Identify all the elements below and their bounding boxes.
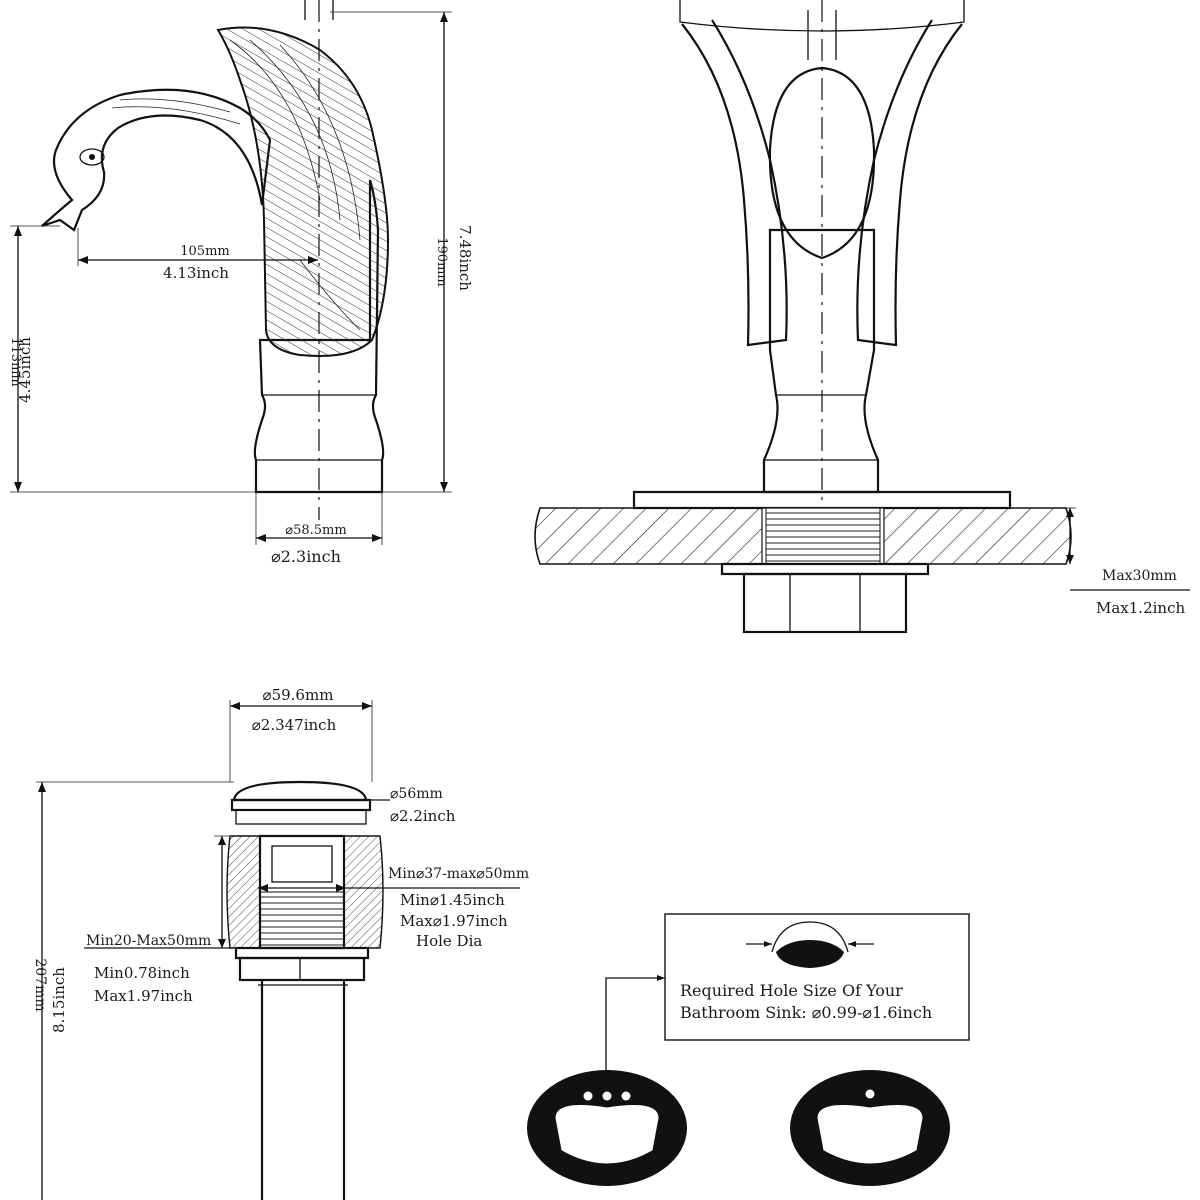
front-top (679, 0, 965, 32)
tail-pipe (260, 980, 346, 1200)
base-mm-label: ⌀58.5mm (285, 523, 346, 538)
faucet-side-view: 105mm 4.13inch 190mm 7.48inch 113mm 4.45… (8, 0, 474, 566)
hole-mm-label: Min⌀37-max⌀50mm (388, 866, 529, 882)
drain-assembly: ⌀59.6mm ⌀2.347inch ⌀56mm ⌀2.2inch Min⌀37… (32, 686, 529, 1200)
drain-nut (238, 956, 366, 982)
base-inch-label: ⌀2.3inch (271, 547, 341, 566)
swan-neck (41, 88, 272, 232)
height-mm-label: 190mm (434, 237, 449, 286)
note-line-2: Bathroom Sink: ⌀0.99-⌀1.6inch (680, 1003, 932, 1022)
flange-lip (235, 809, 367, 825)
sink-single-hole-basin (817, 1105, 923, 1164)
swan-eye (79, 148, 105, 166)
sink-hole-single (865, 1089, 875, 1099)
right-wing (856, 19, 963, 347)
drain-flange (230, 798, 372, 812)
flange-mm-label: ⌀56mm (390, 786, 443, 802)
height-inch-label: 7.48inch (456, 225, 474, 291)
hole-dia-label: Hole Dia (416, 932, 482, 950)
drain-gasket (234, 946, 370, 960)
cap-inch-label: ⌀2.347inch (252, 716, 337, 734)
cap-mm-label: ⌀59.6mm (263, 686, 334, 704)
sink-hole-left (583, 1091, 593, 1101)
swan-pupil (89, 154, 95, 160)
hole-dim-arrows (258, 884, 346, 892)
overflow-slot (271, 845, 333, 883)
sink-hole-right (621, 1091, 631, 1101)
swan-wing (216, 26, 390, 357)
sink-hole-center (602, 1091, 612, 1101)
sink-hole-note: Required Hole Size Of Your Bathroom Sink… (527, 913, 970, 1186)
note-box (664, 913, 970, 1041)
faucet-front-view: Max30mm Max1.2inch (534, 0, 1190, 634)
sink-three-hole-basin (555, 1105, 659, 1164)
spout-inch-label: 4.45inch (16, 337, 34, 403)
body-rings (256, 394, 382, 461)
spout-mm-label: 113mm (8, 337, 23, 386)
wall-min-label: Min0.78inch (94, 964, 190, 982)
drain-height-mm: 207mm (32, 958, 48, 1011)
front-lever (807, 10, 837, 60)
threaded-shank (765, 507, 881, 565)
note-leader-arrow (657, 975, 665, 981)
reach-inch-label: 4.13inch (163, 264, 229, 282)
hole-icon (776, 940, 844, 968)
hole-icon-arc (771, 921, 849, 953)
lever-stub (304, 0, 334, 20)
drain-height-arrow (38, 782, 46, 792)
hole-min-label: Min⌀1.45inch (400, 891, 505, 909)
nut-facets (789, 574, 861, 632)
max-inch-label: Max1.2inch (1096, 599, 1185, 617)
neck-engraving (111, 98, 241, 125)
note-line-1: Required Hole Size Of Your (680, 981, 903, 1000)
flange-inch-label: ⌀2.2inch (390, 807, 456, 825)
wing-feather-lines (229, 39, 361, 331)
sink-wall-left (226, 835, 261, 949)
reach-mm-label: 105mm (180, 244, 229, 259)
front-stem-rings (764, 394, 878, 461)
mount-nut (742, 572, 908, 634)
drain-height-inch: 8.15inch (50, 967, 68, 1033)
note-leader (605, 977, 665, 1082)
drain-threads (259, 891, 345, 949)
washer (720, 562, 930, 576)
drain-cap (232, 780, 368, 802)
wall-mm-label: Min20-Max50mm (86, 933, 211, 949)
hole-max-label: Max⌀1.97inch (400, 912, 508, 930)
left-wing (681, 19, 788, 347)
max-mm-label: Max30mm (1102, 568, 1177, 584)
front-stem (762, 228, 880, 494)
swan-head-front (768, 66, 876, 260)
sink-wall-right (343, 835, 384, 949)
wall-max-label: Max1.97inch (94, 987, 193, 1005)
